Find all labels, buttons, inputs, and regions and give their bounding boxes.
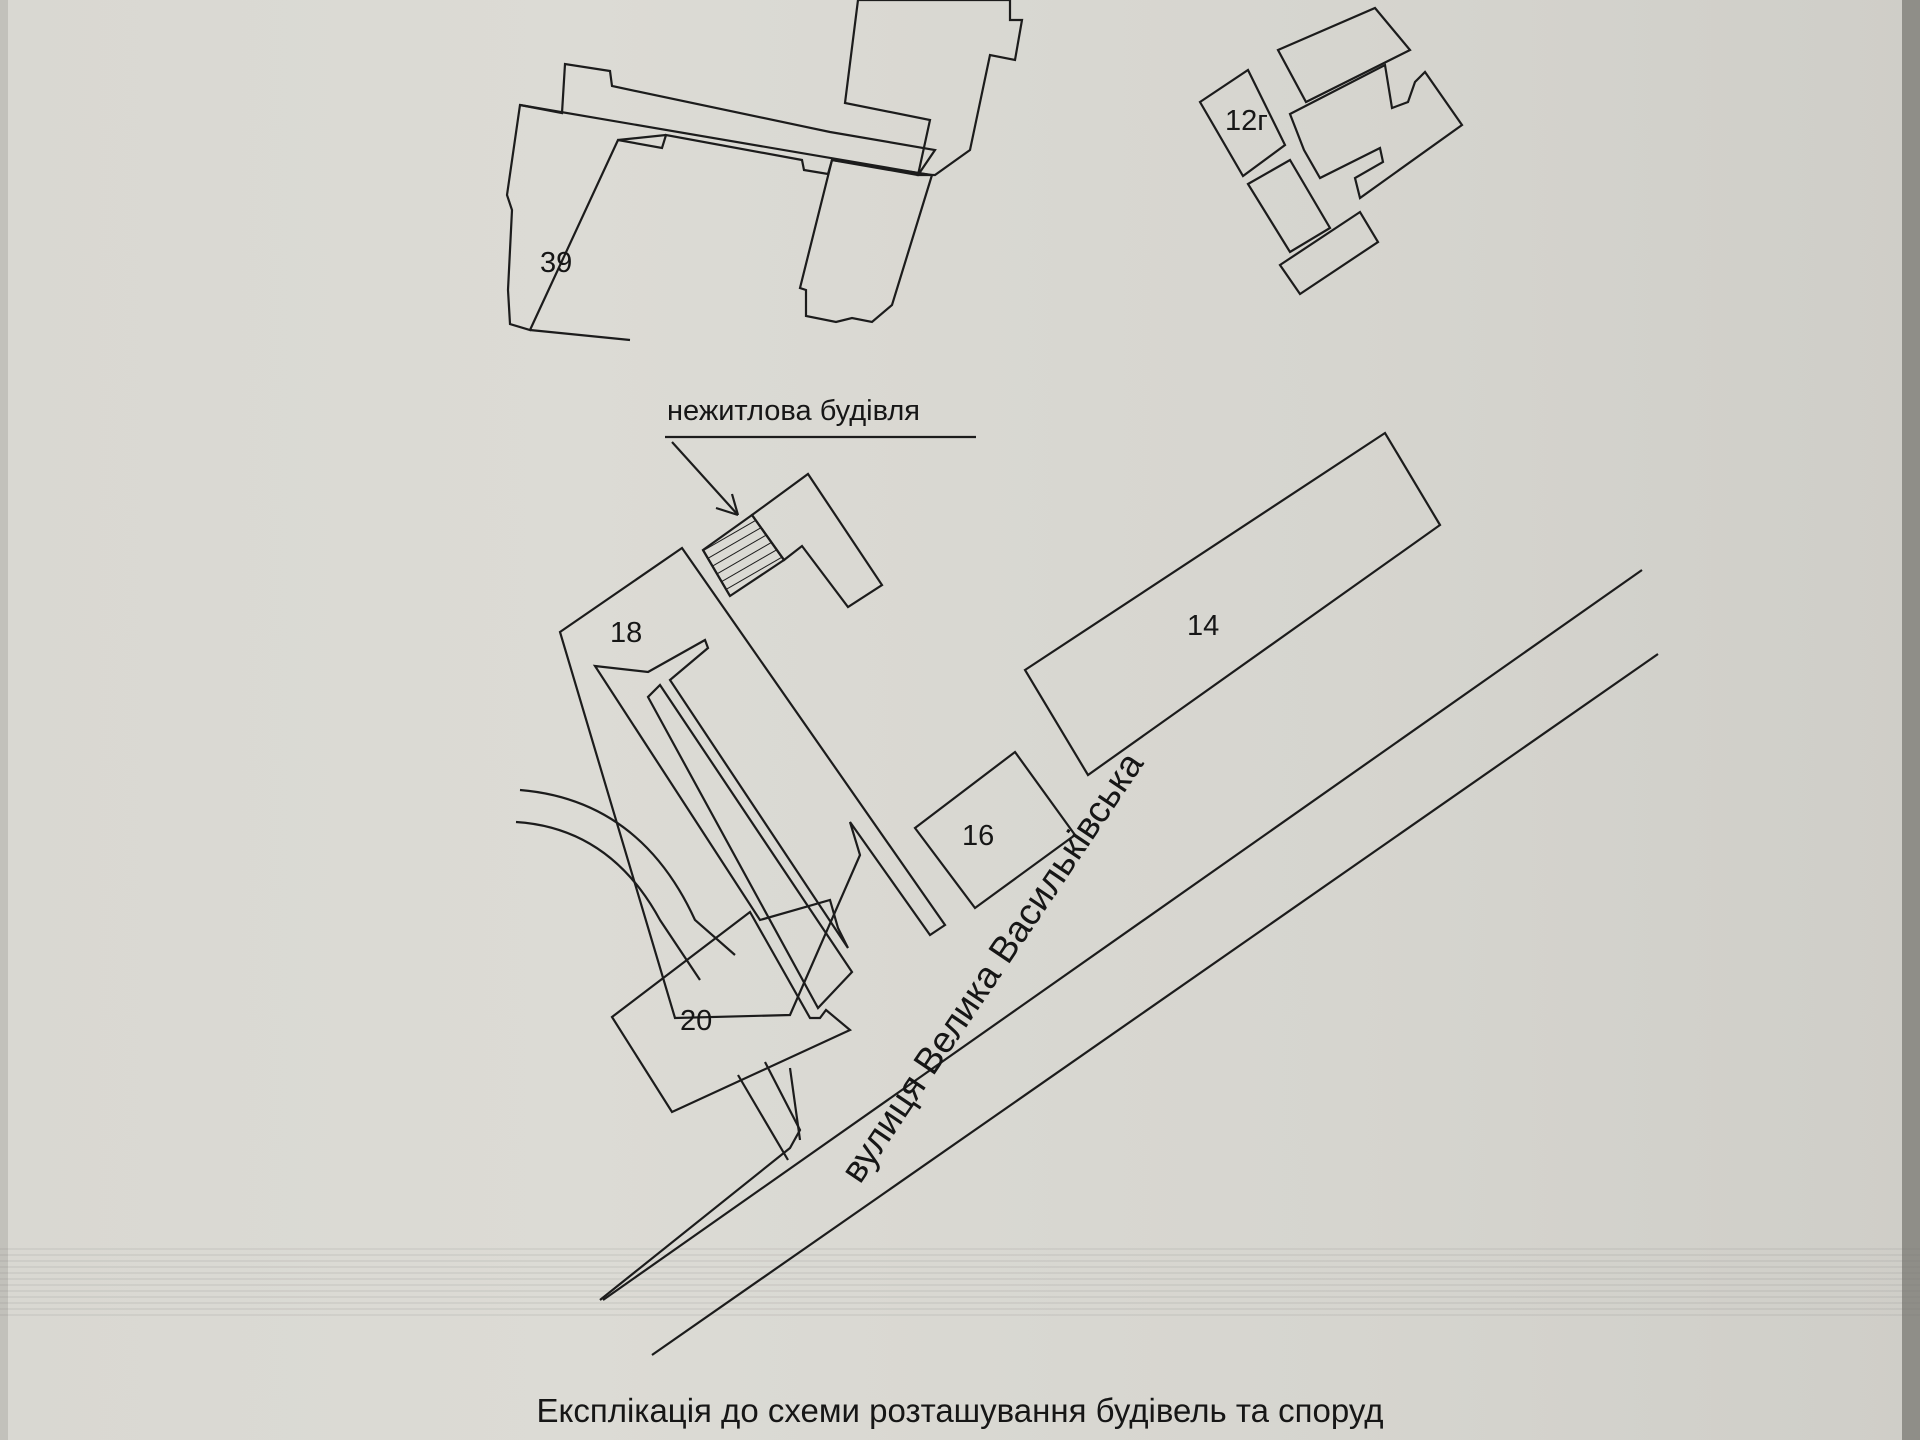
driveway-lines <box>599 1061 802 1301</box>
building-12g-annex <box>1278 210 1380 296</box>
building-18-edge <box>702 549 731 597</box>
paper-left-edge <box>0 0 8 1440</box>
building-18-label: 18 <box>610 617 642 649</box>
building-16-label: 16 <box>962 820 994 852</box>
scanner-artifact-band <box>0 1248 1920 1320</box>
block-south-of-tall-outline <box>798 158 934 324</box>
building-12g-label: 12г <box>1225 105 1268 137</box>
nonresidential-callout-label: нежитлова будівля <box>667 395 920 427</box>
explication-caption: Експлікація до схеми розташування будіве… <box>536 1392 1384 1429</box>
building-39-inner-wing <box>529 133 667 342</box>
building-39-outline <box>505 62 937 332</box>
curved-road-outer <box>519 788 736 956</box>
callout-arrowhead <box>715 493 740 517</box>
building-39-label: 39 <box>540 247 572 279</box>
curved-road-inner <box>515 820 701 981</box>
callout-leader-line <box>671 441 739 516</box>
nonresidential-building-hatched <box>701 513 786 598</box>
north-street-line <box>519 103 931 177</box>
building-20-outline <box>610 910 853 1114</box>
building-18-outline <box>558 546 947 1020</box>
building-20-label: 20 <box>680 1005 712 1037</box>
paper-right-edge <box>1902 0 1920 1440</box>
building-12g-south-wing <box>1246 158 1332 254</box>
building-18-inner-strip <box>592 638 849 949</box>
l-shaped-building-outline <box>750 472 884 609</box>
building-12g-outline <box>1198 68 1287 178</box>
street-name-label: вулиця Велика Васильківська <box>833 744 1152 1189</box>
building-18-south-edge <box>788 1067 802 1141</box>
building-12g-north-wing <box>1276 6 1412 104</box>
building-16-outline <box>913 750 1077 910</box>
building-18-inner-strip-2 <box>646 683 854 1010</box>
building-12g-east-wing <box>1288 63 1464 200</box>
building-14-label: 14 <box>1187 610 1219 642</box>
tall-block-north-outline <box>843 0 1024 177</box>
street-line-north <box>602 569 1643 1301</box>
street-line-south <box>651 653 1659 1356</box>
building-14-outline <box>1023 431 1442 777</box>
